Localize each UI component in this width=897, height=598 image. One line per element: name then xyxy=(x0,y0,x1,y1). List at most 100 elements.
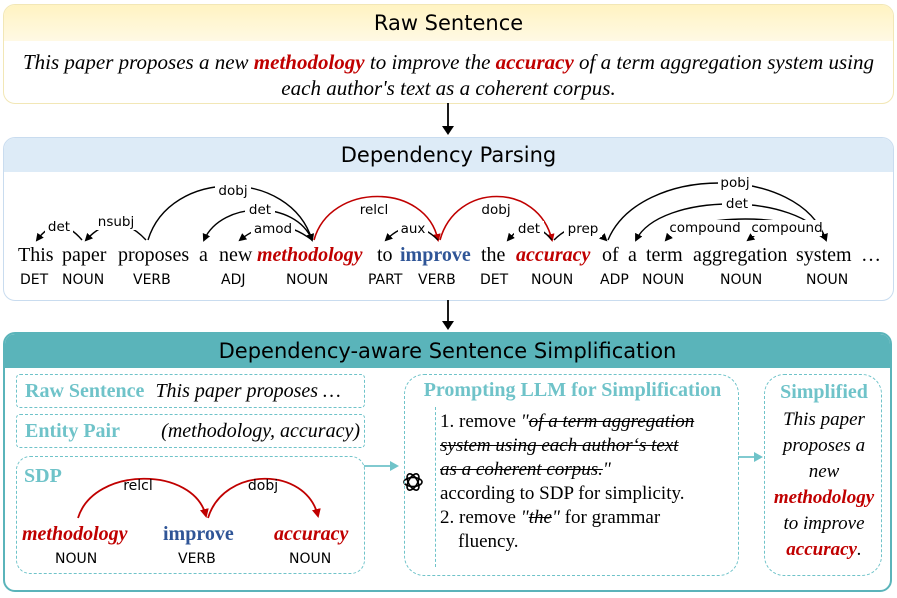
arc-label-compound-1: compound xyxy=(669,220,740,236)
arc-label-det-1: det xyxy=(48,219,70,235)
sdp-pos-verb: VERB xyxy=(178,551,216,567)
entity-pair-label: Entity Pair xyxy=(25,420,120,442)
sdp-arc-dobj xyxy=(207,477,321,519)
arc-label-det-3: det xyxy=(518,221,540,237)
step-2-number: 2. xyxy=(440,507,455,528)
arc-label-prep: prep xyxy=(568,221,599,237)
pos-adj: ADJ xyxy=(221,272,246,288)
simplified-accuracy: accuracy xyxy=(786,539,857,560)
word-improve: improve xyxy=(400,244,471,266)
raw-text-mid: to improve the xyxy=(364,50,496,74)
pos-adp: ADP xyxy=(600,272,629,288)
word-paper: paper xyxy=(62,244,107,266)
prompt-title: Prompting LLM for Simplification xyxy=(423,379,722,401)
step-1-remove: remove xyxy=(459,411,521,432)
sdp-word-improve: improve xyxy=(163,523,234,545)
word-of: of xyxy=(602,244,619,266)
step-2-line-1: 2. remove "the" for grammar xyxy=(440,506,740,530)
sdp-word-accuracy: accuracy xyxy=(274,523,349,545)
sdp-pos-noun-1: NOUN xyxy=(55,551,98,567)
raw-sentence-box: Raw Sentence This paper proposes … xyxy=(16,374,365,408)
arc-label-dobj-1: dobj xyxy=(218,183,247,199)
word-proposes: proposes xyxy=(118,244,190,266)
pos-noun-6: NOUN xyxy=(806,272,849,288)
step-2-open-quote: " xyxy=(520,507,529,528)
arc-label-nsubj: nsubj xyxy=(98,214,134,230)
sdp-box xyxy=(16,456,365,574)
pos-verb-2: VERB xyxy=(418,272,456,288)
simplification-header: Dependency-aware Sentence Simplification xyxy=(5,334,890,368)
sdp-label: SDP xyxy=(24,465,62,487)
word-new: new xyxy=(219,244,253,266)
step-2-remove: remove xyxy=(459,507,521,528)
simplified-methodology: methodology xyxy=(773,487,875,508)
arc-label-det-4: det xyxy=(726,196,748,212)
step-2-removed: the xyxy=(528,507,552,528)
down-arrow-2 xyxy=(442,300,454,330)
step-1-number: 1. xyxy=(440,411,455,432)
word-accuracy: accuracy xyxy=(516,244,591,266)
arc-relcl xyxy=(313,195,441,242)
sdp-arcs: relcl dobj xyxy=(77,477,321,519)
entity-pair-box: Entity Pair (methodology, accuracy) xyxy=(16,414,365,448)
pos-tags: DET NOUN VERB ADJ NOUN PART VERB DET NOU… xyxy=(0,272,897,292)
word-aggregation: aggregation xyxy=(693,244,788,266)
raw-sentence-label: Raw Sentence xyxy=(25,380,145,402)
step-1-removed-3: as a coherent corpus. xyxy=(440,459,603,480)
step-1-line-2: system using each author‘s text xyxy=(440,434,740,458)
arc-label-compound-2: compound xyxy=(751,220,822,236)
step-2-close-quote: " xyxy=(551,507,560,528)
right-arrow-2 xyxy=(738,452,763,462)
step-1-removed-2: system using each author‘s text xyxy=(440,435,679,456)
dependency-parsing-header: Dependency Parsing xyxy=(4,138,893,172)
arc-label-pobj: pobj xyxy=(720,175,749,191)
step-1-open-quote: " xyxy=(520,411,529,432)
simplified-line-5: to improve xyxy=(783,513,865,534)
pos-noun-2: NOUN xyxy=(286,272,329,288)
step-1-line-4: according to SDP for simplicity. xyxy=(440,483,685,504)
arc-label-relcl: relcl xyxy=(360,202,388,218)
word-to: to xyxy=(377,244,393,266)
word-ellipsis: … xyxy=(861,244,881,266)
down-arrow-1 xyxy=(442,103,454,135)
pos-noun-3: NOUN xyxy=(531,272,574,288)
simplified-line-6: accuracy. xyxy=(764,537,884,563)
prompt-divider xyxy=(435,407,436,567)
sdp-word-methodology: methodology xyxy=(22,523,128,545)
simplified-line-3: new xyxy=(808,461,840,482)
step-2-line-2: fluency. xyxy=(458,531,519,552)
step-2-text: for grammar xyxy=(559,507,661,528)
raw-sentence-panel: Raw Sentence This paper proposes a new m… xyxy=(3,4,894,104)
step-1-removed-1: of a term aggregation xyxy=(528,411,695,432)
dependency-arcs: det nsubj dobj det amod relcl aux dobj d… xyxy=(35,175,828,242)
right-arrow-1 xyxy=(364,461,399,471)
sdp-arc-relcl xyxy=(77,477,209,519)
simplification-panel: Dependency-aware Sentence Simplification xyxy=(3,332,892,592)
entity-accuracy: accuracy xyxy=(495,50,574,74)
step-1-line-3: as a coherent corpus." xyxy=(440,458,740,482)
word-the: the xyxy=(481,244,506,266)
arc-label-dobj-2: dobj xyxy=(481,202,510,218)
step-1-line-1: 1. remove "of a term aggregation xyxy=(440,410,740,434)
word-a-1: a xyxy=(199,244,208,266)
pos-det-1: DET xyxy=(20,272,49,288)
raw-text-pre: This paper proposes a new xyxy=(22,50,254,74)
prompt-box xyxy=(404,374,739,576)
raw-sentence-snippet: This paper proposes … xyxy=(155,380,341,402)
simplified-title: Simplified xyxy=(780,381,868,403)
simplified-box xyxy=(764,374,882,576)
arc-label-amod: amod xyxy=(254,221,292,237)
pos-part: PART xyxy=(368,272,403,288)
simplified-content: Simplified This paper proposes a new met… xyxy=(764,379,884,563)
word-system: system xyxy=(796,244,852,266)
pos-det-2: DET xyxy=(480,272,509,288)
raw-text-line2: each author's text as a coherent corpus. xyxy=(281,76,616,100)
sdp-arc-label-dobj: dobj xyxy=(248,478,278,494)
step-1-close-quote: " xyxy=(602,459,611,480)
raw-sentence-header: Raw Sentence xyxy=(4,5,893,41)
simplified-period: . xyxy=(856,539,862,560)
pos-verb-1: VERB xyxy=(133,272,171,288)
word-methodology: methodology xyxy=(257,244,363,266)
pos-noun-4: NOUN xyxy=(642,272,685,288)
entity-pair-value: (methodology, accuracy) xyxy=(161,420,360,442)
